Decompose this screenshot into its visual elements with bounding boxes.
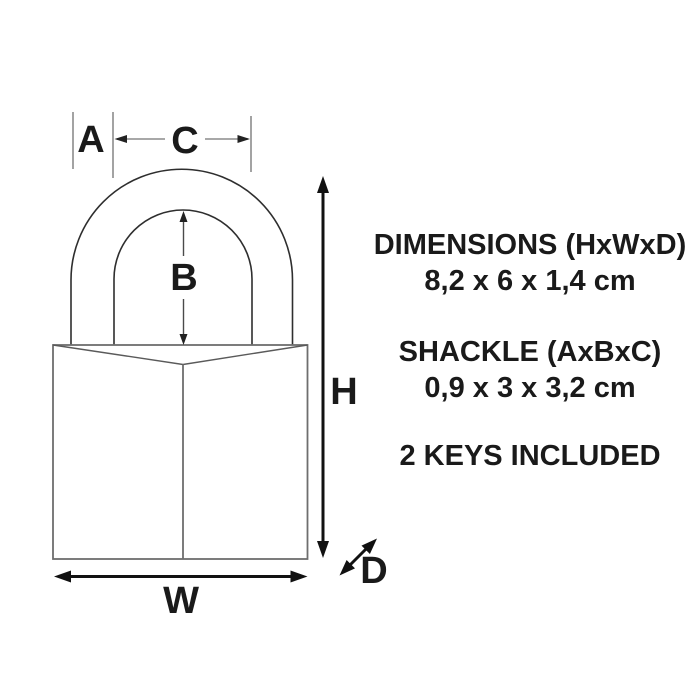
dim-label-b: B bbox=[170, 257, 198, 299]
dim-label-c: C bbox=[171, 120, 199, 162]
dim-arrowhead-w-left bbox=[54, 570, 71, 583]
dim-label-w: W bbox=[163, 580, 199, 622]
dim-arrowhead-h-top bbox=[317, 176, 329, 193]
keys-included-note: 2 KEYS INCLUDED bbox=[399, 440, 661, 472]
spec-text-block: DIMENSIONS (HxWxD) 8,2 x 6 x 1,4 cm SHAC… bbox=[360, 0, 700, 700]
shackle-title: SHACKLE (AxBxC) bbox=[398, 336, 662, 368]
dim-arrow-d-line bbox=[348, 546, 369, 567]
dim-arrowhead-c-right bbox=[237, 135, 250, 143]
dim-label-h: H bbox=[330, 371, 358, 413]
dim-arrowhead-c-left bbox=[114, 135, 127, 143]
dimensions-title: DIMENSIONS (HxWxD) bbox=[373, 229, 687, 261]
dim-label-d: D bbox=[360, 550, 388, 592]
dim-arrowhead-b-bottom bbox=[179, 334, 188, 345]
dim-arrowhead-d-upper bbox=[361, 538, 377, 554]
padlock-shackle-inner bbox=[113, 209, 253, 345]
padlock-body bbox=[52, 344, 309, 560]
shackle-value: 0,9 x 3 x 3,2 cm bbox=[424, 372, 636, 404]
dim-arrowhead-d-lower bbox=[339, 560, 355, 576]
dim-label-a: A bbox=[77, 119, 105, 161]
dimensions-value: 8,2 x 6 x 1,4 cm bbox=[424, 265, 636, 297]
dim-arrowhead-b-top bbox=[179, 211, 188, 222]
dim-arrowhead-w-right bbox=[290, 570, 308, 583]
dim-arrowhead-h-bottom bbox=[317, 541, 329, 558]
padlock-shackle-outer bbox=[70, 168, 294, 345]
